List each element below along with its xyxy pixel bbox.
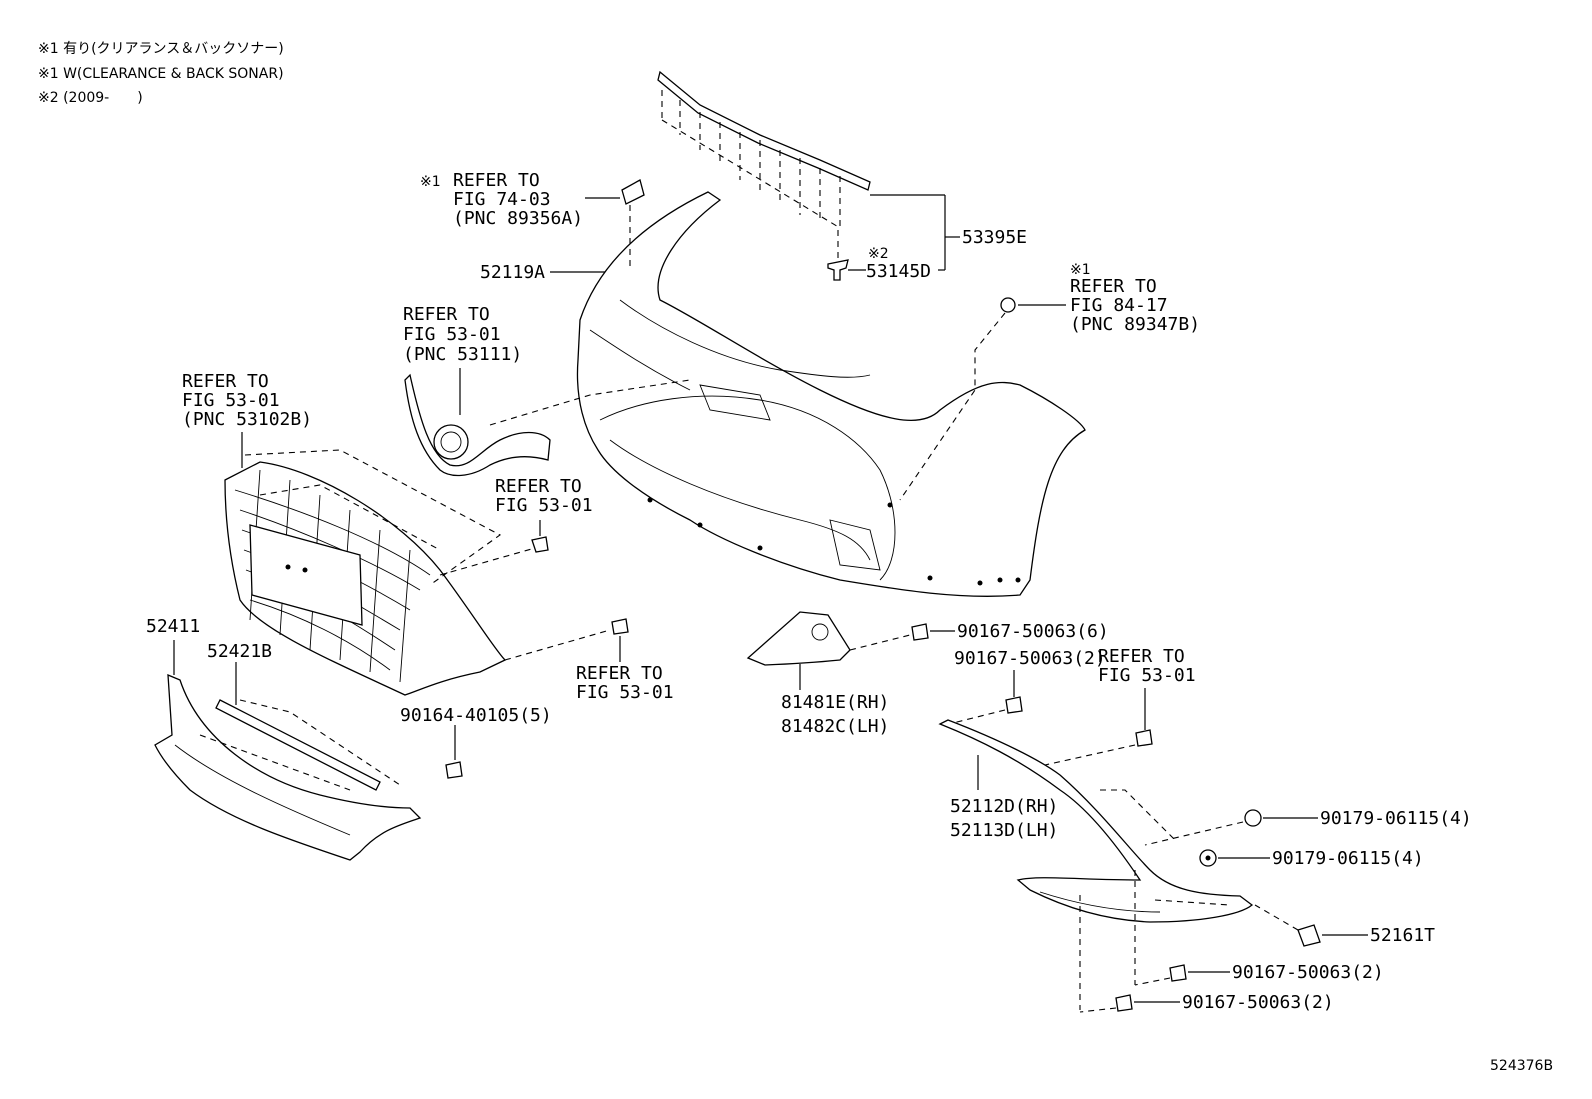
lower-spoiler-drawing	[154, 673, 422, 861]
cap-89356a-drawing	[621, 179, 645, 205]
callout-52113d[interactable]: 52113D(LH)	[950, 820, 1058, 841]
callout-52112d[interactable]: 52112D(RH)	[950, 796, 1058, 817]
clip-53145d-drawing	[827, 228, 849, 281]
sonar-89347b-drawing	[1000, 297, 1016, 313]
callout-90179-b[interactable]: 90179-06115(4)	[1272, 848, 1424, 869]
mark-53145d: ※2	[868, 246, 889, 262]
ref-5301c-line2[interactable]: FIG 53-01	[495, 495, 593, 516]
upper-molding-drawing	[657, 70, 871, 229]
screw-90167-2b-drawing	[1169, 964, 1187, 982]
callout-90167-6[interactable]: 90167-50063(6)	[957, 621, 1109, 642]
ref-5301b-line2[interactable]: FIG 53-01	[182, 390, 280, 411]
grille-drawing	[224, 461, 507, 696]
emblem-bracket-drawing	[404, 373, 551, 477]
clip-5301d-drawing	[611, 618, 629, 635]
ref-5301c-line1[interactable]: REFER TO	[495, 476, 582, 497]
nut-90179-a-drawing	[1244, 809, 1262, 827]
note-line-1: ※1 有り(クリアランス＆バックソナー)	[38, 41, 284, 57]
ref-8417-mark: ※1	[1070, 262, 1091, 278]
callout-52119a[interactable]: 52119A	[480, 262, 545, 283]
callout-90167-2a[interactable]: 90167-50063(2)	[954, 648, 1106, 669]
callout-81481e[interactable]: 81481E(RH)	[781, 692, 889, 713]
callout-52421b[interactable]: 52421B	[207, 641, 272, 662]
bumper-cover-drawing	[576, 191, 1086, 597]
ref-8417-line1[interactable]: REFER TO	[1070, 276, 1157, 297]
ref-5301a-line2[interactable]: FIG 53-01	[403, 324, 501, 345]
callout-90164[interactable]: 90164-40105(5)	[400, 705, 552, 726]
ref-7403-mark: ※1	[420, 174, 441, 190]
figure-id: 524376B	[1490, 1058, 1553, 1074]
ref-7403-line2[interactable]: FIG 74-03	[453, 189, 551, 210]
callout-53145d[interactable]: 53145D	[866, 261, 931, 282]
callout-90179-a[interactable]: 90179-06115(4)	[1320, 808, 1472, 829]
fog-cover-drawing	[746, 611, 851, 666]
callout-90167-2b[interactable]: 90167-50063(2)	[1232, 962, 1384, 983]
screw-90167-6-drawing	[911, 623, 929, 641]
clip-5301c-drawing	[531, 536, 549, 553]
ref-8417-line3[interactable]: (PNC 89347B)	[1070, 314, 1200, 335]
callout-52161t[interactable]: 52161T	[1370, 925, 1435, 946]
ref-5301d-line1[interactable]: REFER TO	[576, 663, 663, 684]
screw-90167-2a-drawing	[1005, 696, 1023, 714]
note-line-3: ※2 (2009- )	[38, 90, 143, 106]
ref-5301a-line3[interactable]: (PNC 53111)	[403, 344, 522, 365]
ref-5301a-line1[interactable]: REFER TO	[403, 304, 490, 325]
callout-53395e[interactable]: 53395E	[962, 227, 1027, 248]
callout-90167-2c[interactable]: 90167-50063(2)	[1182, 992, 1334, 1013]
ref-5301e-line1[interactable]: REFER TO	[1098, 646, 1185, 667]
ref-5301e-line2[interactable]: FIG 53-01	[1098, 665, 1196, 686]
note-line-2: ※1 W(CLEARANCE & BACK SONAR)	[38, 66, 284, 82]
ref-5301b-line3[interactable]: (PNC 53102B)	[182, 409, 312, 430]
ref-5301d-line2[interactable]: FIG 53-01	[576, 682, 674, 703]
ref-7403-line3[interactable]: (PNC 89356A)	[453, 208, 583, 229]
callout-52411[interactable]: 52411	[146, 616, 200, 637]
ref-8417-line2[interactable]: FIG 84-17	[1070, 295, 1168, 316]
clip-5301e-drawing	[1135, 729, 1153, 747]
ref-5301b-line1[interactable]: REFER TO	[182, 371, 269, 392]
side-garnish-drawing	[938, 719, 1254, 923]
screw-90164-drawing	[445, 761, 463, 779]
bolt-52161t-drawing	[1297, 924, 1321, 947]
screw-90167-2c-drawing	[1115, 994, 1133, 1012]
callout-81482c[interactable]: 81482C(LH)	[781, 716, 889, 737]
ref-7403-line1[interactable]: REFER TO	[453, 170, 540, 191]
